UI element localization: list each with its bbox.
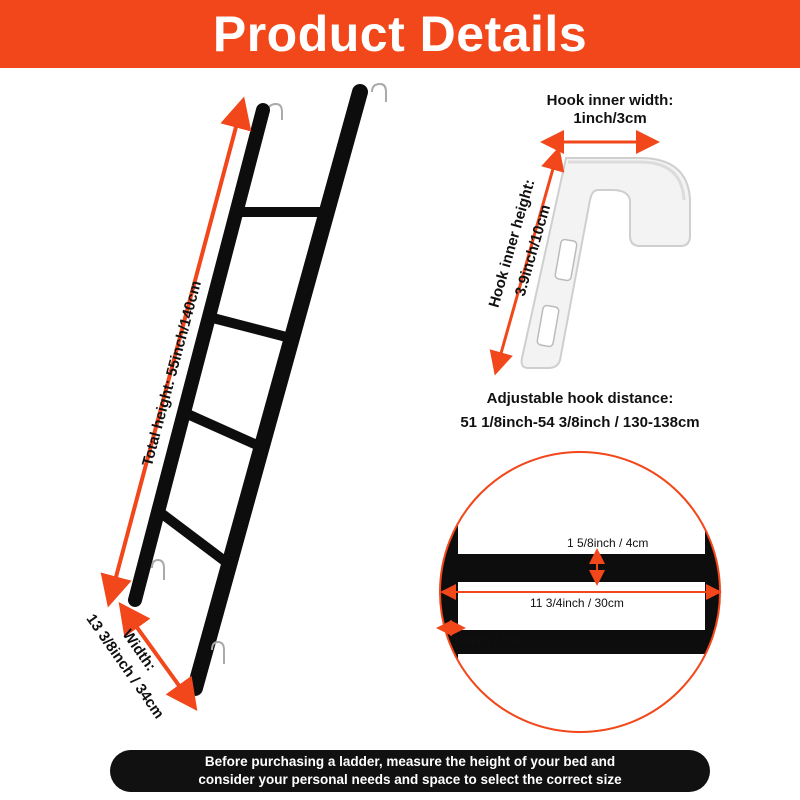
adjustable-distance-value: 51 1/8inch-54 3/8inch / 130-138cm xyxy=(460,414,700,431)
hook-width-value: 1inch/3cm xyxy=(573,110,647,127)
hook-width-title: Hook inner width: xyxy=(546,92,674,109)
purchase-note-line1: Before purchasing a ladder, measure the … xyxy=(204,754,616,769)
purchase-note-line2: consider your personal needs and space t… xyxy=(198,772,622,787)
rung-thickness-label: 1 5/8inch / 4cm xyxy=(567,536,649,550)
rail-thickness-label: 3/4inch / 2cm xyxy=(452,634,524,648)
hook-height-arrow xyxy=(489,146,565,376)
title-banner: Product Details xyxy=(0,0,800,68)
page-title: Product Details xyxy=(212,6,588,62)
adjustable-distance-title: Adjustable hook distance: xyxy=(486,390,674,407)
total-height-arrow xyxy=(100,96,252,608)
purchase-note: Before purchasing a ladder, measure the … xyxy=(110,750,710,792)
rung-width-label: 11 3/4inch / 30cm xyxy=(530,596,624,610)
width-arrow xyxy=(118,602,198,711)
